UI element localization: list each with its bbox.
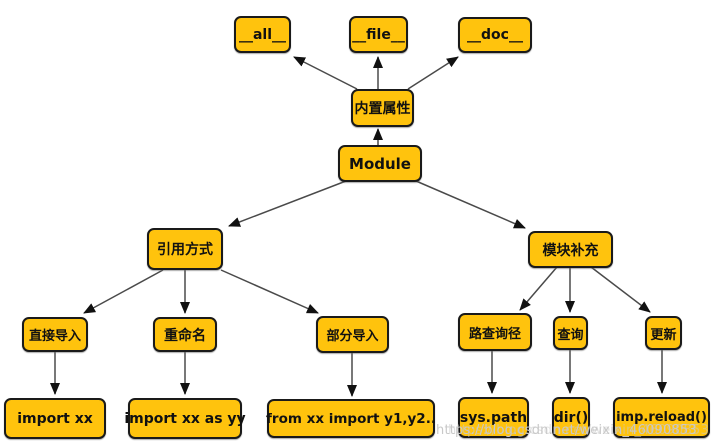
- node-query-label: 查询: [557, 327, 584, 343]
- node-imp-reload: imp.reload(): [613, 397, 710, 438]
- node-builtin-attrs: 内置属性: [351, 89, 414, 127]
- node-direct-import-label: 直接导入: [28, 329, 81, 344]
- node-reference-methods: 引用方式: [147, 228, 223, 270]
- edge-reference-to-partial: [220, 269, 319, 314]
- node-dir-func: dir(): [552, 397, 590, 438]
- edge-module-to-reference: [228, 180, 347, 227]
- node-import-xx-as-yy-label: import xx as yy: [124, 410, 246, 427]
- node-from-xx-import: from xx import y1,y2..: [266, 399, 436, 438]
- node-module-label: Module: [349, 154, 411, 173]
- node-reference-methods-label: 引用方式: [157, 242, 213, 258]
- node-dunder-file: __file__: [349, 16, 408, 53]
- node-dunder-doc-label: __doc__: [467, 27, 523, 43]
- edge-module-to-supplement: [415, 180, 526, 229]
- node-sys-path: sys.path: [458, 397, 529, 438]
- node-import-xx-as-yy: import xx as yy: [124, 398, 246, 439]
- node-update: 更新: [645, 316, 682, 350]
- node-query: 查询: [553, 316, 588, 350]
- node-update-label: 更新: [650, 327, 677, 343]
- node-import-xx-label: import xx: [17, 410, 93, 427]
- node-import-xx: import xx: [4, 398, 106, 439]
- node-partial-import-label: 部分导入: [326, 329, 379, 344]
- edge-builtin-to-doc: [407, 56, 459, 90]
- node-rename-import-label: 重命名: [164, 327, 206, 344]
- edge-supplement-to-path: [519, 266, 558, 311]
- node-from-xx-import-label: from xx import y1,y2..: [266, 410, 436, 427]
- node-search-path: 路查询径: [458, 313, 532, 351]
- node-search-path-label: 路查询径: [468, 326, 521, 342]
- edge-builtin-to-all: [293, 56, 358, 90]
- node-rename-import: 重命名: [153, 317, 217, 352]
- edge-reference-to-direct: [83, 269, 164, 314]
- node-dunder-doc: __doc__: [458, 17, 532, 53]
- node-dir-func-label: dir(): [553, 409, 589, 426]
- node-direct-import: 直接导入: [22, 317, 88, 352]
- node-module: Module: [338, 145, 422, 182]
- node-dunder-file-label: __file__: [352, 26, 405, 43]
- node-module-supplement-label: 模块补充: [542, 242, 599, 259]
- node-sys-path-label: sys.path: [459, 409, 528, 426]
- node-builtin-attrs-label: 内置属性: [354, 101, 411, 117]
- node-dunder-all: __all__: [234, 16, 291, 53]
- edge-supplement-to-update: [590, 266, 651, 313]
- node-dunder-all-label: __all__: [238, 26, 287, 43]
- node-partial-import: 部分导入: [316, 316, 389, 353]
- node-module-supplement: 模块补充: [528, 231, 613, 268]
- node-imp-reload-label: imp.reload(): [616, 410, 707, 425]
